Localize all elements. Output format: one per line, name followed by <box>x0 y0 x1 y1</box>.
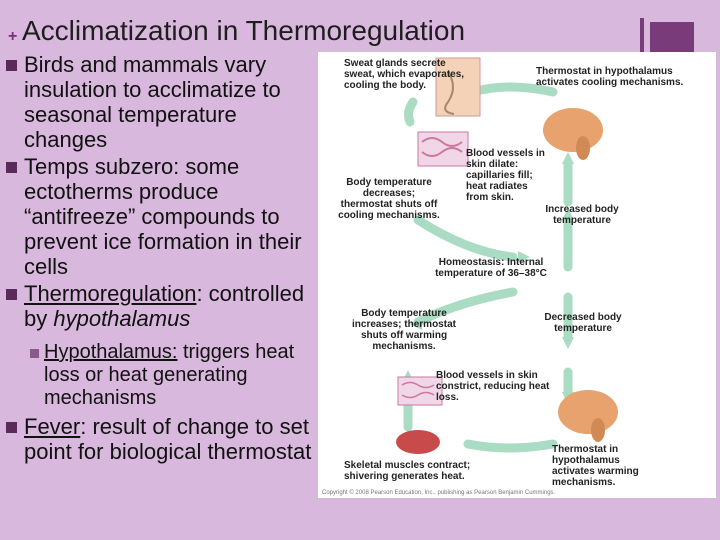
sweat-duct-icon <box>444 71 455 115</box>
sub-bullet-marker-icon <box>30 349 39 358</box>
arrowhead-icon <box>562 337 574 349</box>
label-temp-increases: Body temperature increases; thermostat s… <box>352 308 456 352</box>
arrow-to-temp-increases <box>413 287 518 327</box>
bullet-thermoregulation: Thermoregulation: controlled by hypothal… <box>6 281 324 331</box>
arrow-sweat-down <box>404 97 418 127</box>
bullet-insulation: Birds and mammals vary insulation to acc… <box>6 52 324 152</box>
slide-title: Acclimatization in Thermoregulation <box>22 15 466 46</box>
bullet-marker-icon <box>6 162 17 173</box>
bullet-text: controlled by <box>24 281 305 331</box>
arrow-to-muscle <box>463 439 558 453</box>
term-fever: Fever <box>24 414 81 439</box>
sub-bullet-text: triggers heat loss or heat generating me… <box>44 341 295 409</box>
diagram-graphics <box>396 57 618 454</box>
arrowhead-icon <box>410 316 422 330</box>
copyright-note: Copyright © 2008 Pearson Education, Inc.… <box>322 490 556 496</box>
bullet-marker-icon <box>6 422 17 433</box>
dilated-vessels-icon <box>417 131 469 167</box>
bullet-fever: Fever: result of change to set point for… <box>6 414 324 464</box>
brainstem-icon <box>576 136 590 160</box>
label-decreased-temp: Decreased body temperature <box>544 312 622 334</box>
bullet-marker-icon <box>6 289 17 300</box>
vessel-lines-icon <box>421 137 463 157</box>
constricted-vessels-icon <box>397 376 443 406</box>
arrow-to-homeostasis-top <box>413 215 518 262</box>
label-thermostat-warming: Thermostat in hypothalamus activates war… <box>552 444 639 488</box>
brain-bottom-icon <box>558 390 618 434</box>
plus-icon: + <box>8 28 18 45</box>
term-hypothalamus: hypothalamus <box>53 306 191 331</box>
sweat-gland-icon <box>435 57 481 117</box>
label-vessels-dilate: Blood vessels in skin dilate: capillarie… <box>466 148 545 203</box>
arrowhead-icon <box>518 251 530 263</box>
label-sweat: Sweat glands secrete sweat, which evapor… <box>344 58 465 91</box>
bullet-text: Birds and mammals vary insulation to acc… <box>24 52 281 152</box>
label-thermostat-cooling: Thermostat in hypothalamus activates coo… <box>536 66 684 88</box>
arrowhead-icon <box>562 152 574 164</box>
label-vessels-constrict: Blood vessels in skin constrict, reducin… <box>436 370 550 403</box>
label-temp-decreases: Body temperature decreases; thermostat s… <box>338 177 440 221</box>
bullet-list: Birds and mammals vary insulation to acc… <box>6 52 324 466</box>
muscle-icon <box>396 430 440 454</box>
bullet-marker-icon <box>6 60 17 71</box>
term-hypothalamus-sub: Hypothalamus: <box>44 341 178 363</box>
label-homeostasis: Homeostasis: Internal temperature of 36–… <box>435 257 547 279</box>
thermoregulation-diagram: Sweat glands secrete sweat, which evapor… <box>318 52 716 498</box>
bullet-text: : <box>196 281 203 306</box>
bullet-text: : result of change to set point for biol… <box>24 414 312 464</box>
sub-bullet-hypothalamus: Hypothalamus: triggers heat loss or heat… <box>6 341 324 410</box>
decorative-bar <box>640 18 644 64</box>
vessel-lines-icon <box>401 381 435 399</box>
arrowhead-icon <box>562 208 574 220</box>
bullet-antifreeze: Temps subzero: some ectotherms produce “… <box>6 154 324 279</box>
brainstem-icon <box>591 418 605 442</box>
term-thermoregulation: Thermoregulation <box>24 281 197 306</box>
label-shivering: Skeletal muscles contract; shivering gen… <box>344 460 471 482</box>
brain-top-icon <box>543 108 603 152</box>
label-increased-temp: Increased body temperature <box>545 204 619 226</box>
bullet-text: Temps subzero: some ectotherms produce “… <box>24 154 302 279</box>
